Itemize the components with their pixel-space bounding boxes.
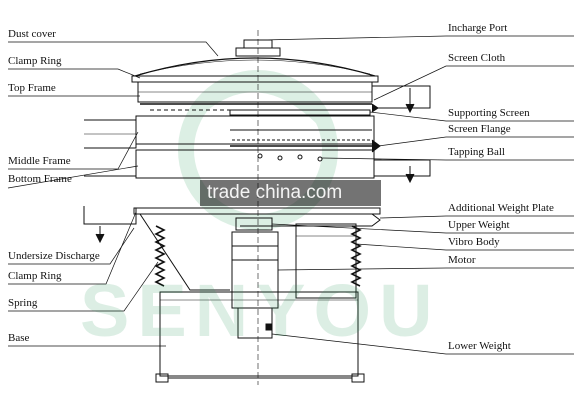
label-screen-flange: Screen Flange [448, 123, 511, 135]
lower-weight [237, 307, 273, 339]
tapping-ball [257, 153, 263, 159]
watermark-banner [200, 180, 381, 206]
label-tapping-ball: Tapping Ball [448, 146, 505, 158]
label-supporting-screen: Supporting Screen [448, 107, 530, 119]
additional-weight-plate [240, 213, 381, 227]
label-lower-weight: Lower Weight [448, 340, 511, 352]
base [159, 291, 359, 377]
label-motor: Motor [448, 254, 476, 266]
label-clamp-ring-bottom: Clamp Ring [8, 270, 62, 282]
watermark-banner-text: trade china.com [207, 182, 343, 203]
label-upper-weight: Upper Weight [448, 219, 510, 231]
undersize-discharge-arrow [95, 233, 105, 244]
watermark-brand: SENYOU [80, 269, 441, 352]
vibro-body [295, 223, 357, 299]
dust-cover [134, 57, 376, 77]
label-dust-cover: Dust cover [8, 28, 56, 40]
label-screen-cloth: Screen Cloth [448, 52, 506, 64]
label-bottom-frame: Bottom Frame [8, 173, 72, 185]
clamp-ring-bottom [133, 207, 381, 215]
spring-left [154, 225, 166, 287]
label-base: Base [8, 332, 30, 344]
label-incharge-port: Incharge Port [448, 22, 508, 34]
label-top-frame: Top Frame [8, 82, 56, 94]
label-middle-frame: Middle Frame [8, 155, 71, 167]
spring-right [350, 225, 362, 287]
label-spring: Spring [8, 297, 38, 309]
bottom-frame [135, 149, 375, 179]
label-undersize-discharge: Undersize Discharge [8, 250, 100, 262]
label-clamp-ring-top: Clamp Ring [8, 55, 62, 67]
label-additional-weight-plate: Additional Weight Plate [448, 202, 554, 214]
label-vibro-body: Vibro Body [448, 236, 500, 248]
supporting-screen [229, 109, 371, 116]
